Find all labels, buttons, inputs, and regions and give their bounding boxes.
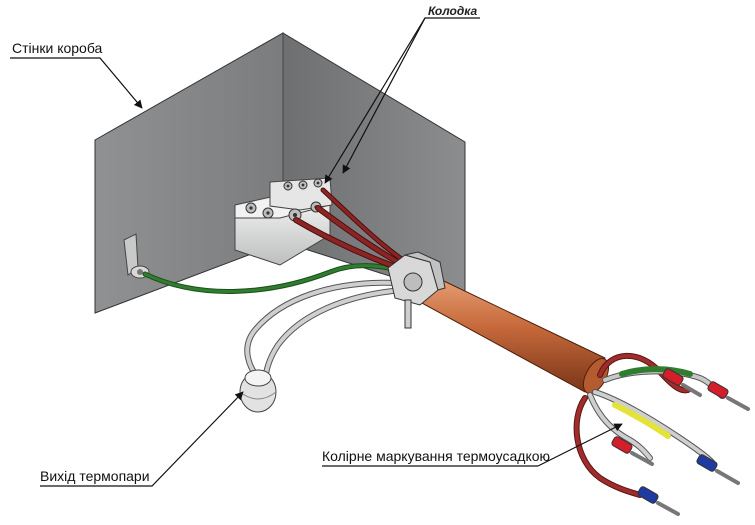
label-thermocouple-outlet: Вихід термопари xyxy=(40,468,150,484)
box-wall-left xyxy=(94,32,284,314)
wire-lugs xyxy=(611,368,750,516)
cable-gland xyxy=(387,251,446,329)
output-wires xyxy=(573,352,725,498)
leader-marking-arrow xyxy=(537,423,623,467)
lug-red-3 xyxy=(611,436,654,466)
ground-wire xyxy=(142,263,408,294)
lug-blue-2 xyxy=(637,486,680,516)
label-color-marking: Колірне маркування термоусадкою xyxy=(322,448,551,464)
thermocouple-grommet xyxy=(239,369,277,413)
terminal-screws xyxy=(245,178,323,222)
leader-block-2 xyxy=(342,17,426,174)
thermocouple-wires xyxy=(244,279,405,383)
leader-box-walls xyxy=(10,57,143,109)
label-terminal-block: Колодка xyxy=(428,4,478,18)
heater-tube xyxy=(419,271,610,394)
lug-red-1 xyxy=(662,368,702,397)
leader-lines xyxy=(10,17,623,487)
lug-blue-1 xyxy=(696,454,740,485)
power-wires xyxy=(293,187,409,273)
terminal-block xyxy=(234,177,333,266)
lug-red-2 xyxy=(707,381,750,411)
leader-thermo xyxy=(40,391,244,487)
label-box-walls: Стінки короба xyxy=(12,40,103,56)
